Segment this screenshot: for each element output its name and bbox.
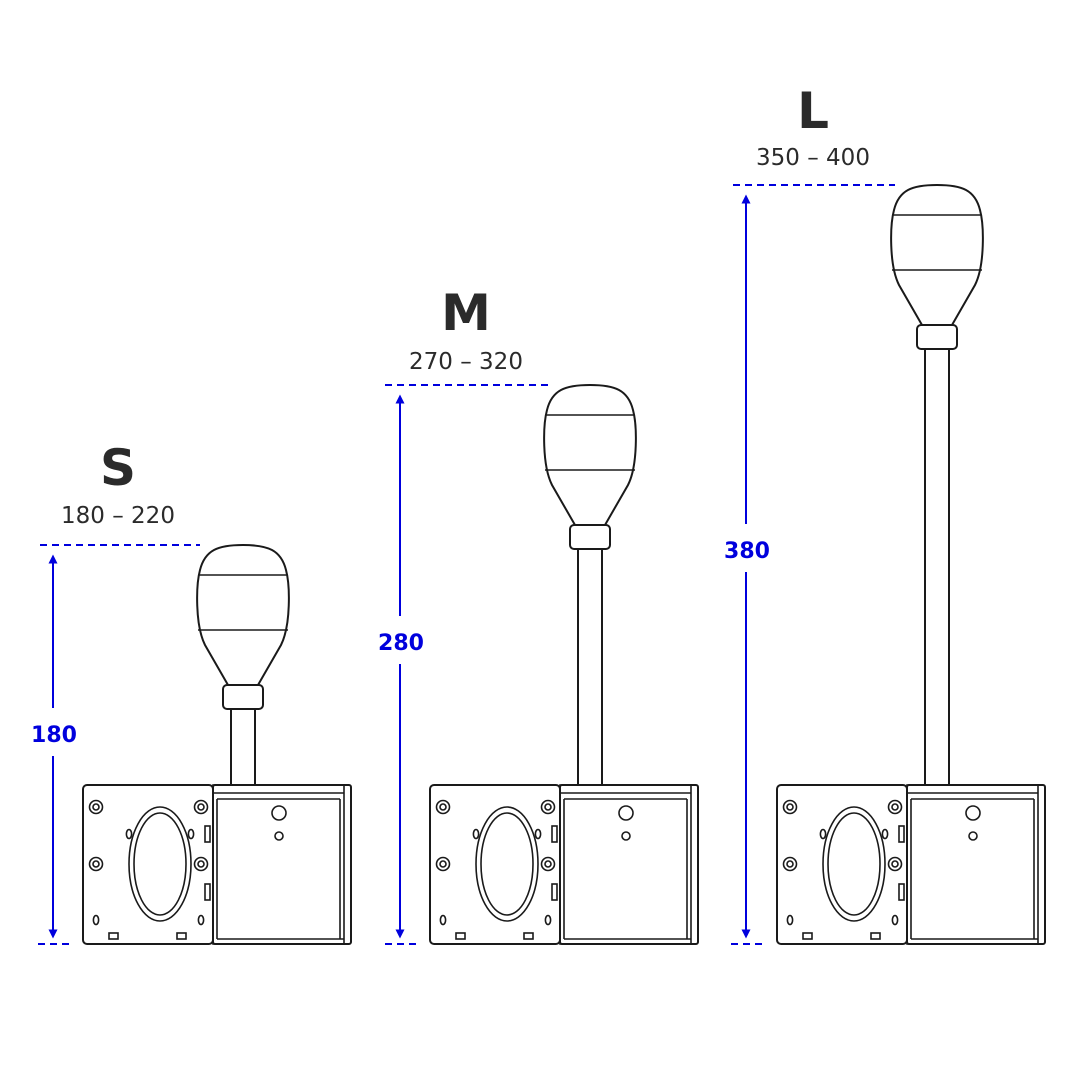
plate-opening-inner bbox=[133, 812, 187, 916]
slot bbox=[551, 825, 558, 843]
small-hole bbox=[197, 914, 205, 926]
screw-hole-inner bbox=[197, 803, 205, 811]
screw-hole-inner bbox=[197, 860, 205, 868]
small-hole bbox=[187, 828, 195, 840]
small-hole bbox=[881, 828, 889, 840]
screw-hole bbox=[540, 856, 556, 872]
slot bbox=[551, 883, 558, 901]
slot bbox=[802, 932, 813, 940]
screw-hole bbox=[782, 799, 798, 815]
housing-hole bbox=[618, 805, 634, 821]
screw-hole-inner bbox=[92, 803, 100, 811]
small-hole bbox=[819, 828, 827, 840]
screw-hole-inner bbox=[439, 860, 447, 868]
small-hole bbox=[439, 914, 447, 926]
plate-opening-inner bbox=[827, 812, 881, 916]
screw-hole bbox=[88, 856, 104, 872]
small-hole bbox=[534, 828, 542, 840]
screw-hole-inner bbox=[544, 860, 552, 868]
small-hole bbox=[786, 914, 794, 926]
screw-hole-inner bbox=[891, 860, 899, 868]
slot bbox=[898, 883, 905, 901]
slot bbox=[455, 932, 466, 940]
housing bbox=[559, 784, 699, 945]
screw-hole bbox=[435, 799, 451, 815]
shaft bbox=[577, 548, 603, 794]
collar bbox=[916, 324, 958, 350]
housing bbox=[906, 784, 1046, 945]
screw-hole bbox=[193, 799, 209, 815]
housing-hole bbox=[274, 831, 284, 841]
housing-hole bbox=[968, 831, 978, 841]
screw-hole bbox=[887, 856, 903, 872]
small-hole bbox=[92, 914, 100, 926]
plate-opening-inner bbox=[480, 812, 534, 916]
screw-hole-inner bbox=[786, 803, 794, 811]
plate-opening bbox=[128, 806, 192, 922]
slot bbox=[870, 932, 881, 940]
plate-opening bbox=[475, 806, 539, 922]
size-range: 350 – 400 bbox=[756, 145, 870, 171]
screw-hole-inner bbox=[891, 803, 899, 811]
small-hole bbox=[891, 914, 899, 926]
joystick-variant-l: L 350 – 400 380 bbox=[724, 82, 1046, 945]
collar bbox=[569, 524, 611, 550]
housing-face bbox=[906, 784, 1039, 945]
screw-hole-inner bbox=[786, 860, 794, 868]
housing-face bbox=[559, 784, 692, 945]
slot bbox=[176, 932, 187, 940]
size-label: S bbox=[100, 439, 136, 497]
size-range: 180 – 220 bbox=[61, 503, 175, 529]
slot bbox=[523, 932, 534, 940]
dimension-value: 380 bbox=[724, 539, 770, 564]
shaft bbox=[230, 708, 256, 794]
size-label: M bbox=[441, 284, 491, 342]
screw-hole-inner bbox=[92, 860, 100, 868]
screw-hole-inner bbox=[544, 803, 552, 811]
small-hole bbox=[544, 914, 552, 926]
collar bbox=[222, 684, 264, 710]
slot bbox=[898, 825, 905, 843]
joystick-variant-s: S 180 – 220 180 bbox=[31, 439, 352, 945]
knob bbox=[196, 543, 290, 686]
knob bbox=[890, 183, 984, 326]
screw-hole bbox=[782, 856, 798, 872]
housing-face bbox=[212, 784, 345, 945]
slot bbox=[204, 825, 211, 843]
screw-hole bbox=[193, 856, 209, 872]
joystick-variant-m: M 270 – 320 280 bbox=[378, 284, 699, 945]
housing-hole bbox=[965, 805, 981, 821]
screw-hole bbox=[540, 799, 556, 815]
slot bbox=[204, 883, 211, 901]
housing bbox=[212, 784, 352, 945]
plate-opening bbox=[822, 806, 886, 922]
slot bbox=[108, 932, 119, 940]
screw-hole bbox=[887, 799, 903, 815]
housing-hole bbox=[271, 805, 287, 821]
housing-hole bbox=[621, 831, 631, 841]
dimension-value: 280 bbox=[378, 631, 424, 656]
small-hole bbox=[125, 828, 133, 840]
size-label: L bbox=[797, 82, 829, 140]
knob bbox=[543, 383, 637, 526]
dimension-value: 180 bbox=[31, 723, 77, 748]
screw-hole bbox=[88, 799, 104, 815]
screw-hole bbox=[435, 856, 451, 872]
size-range: 270 – 320 bbox=[409, 349, 523, 375]
shaft bbox=[924, 348, 950, 794]
small-hole bbox=[472, 828, 480, 840]
screw-hole-inner bbox=[439, 803, 447, 811]
